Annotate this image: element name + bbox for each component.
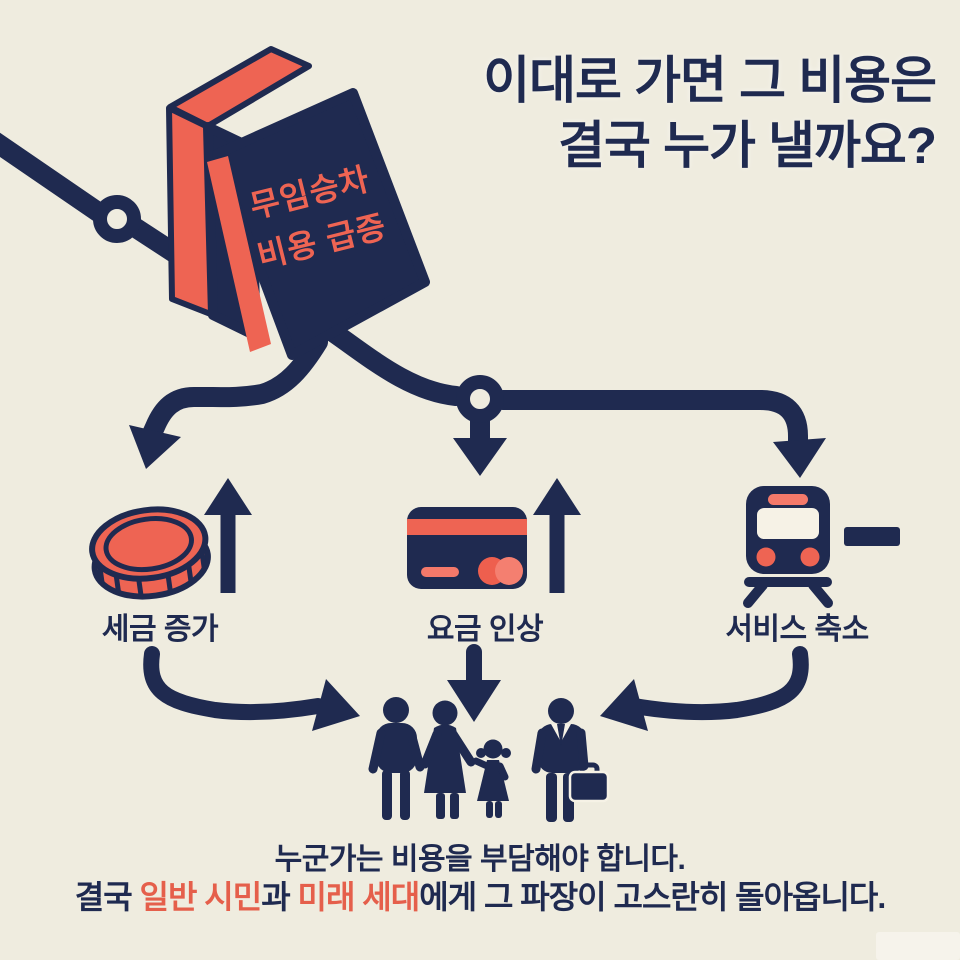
child-figure bbox=[472, 739, 511, 818]
converging-arrows bbox=[143, 644, 809, 731]
arrowhead-right bbox=[600, 679, 648, 731]
family-icon bbox=[368, 697, 610, 822]
book-top-edge bbox=[167, 46, 312, 129]
up-arrow-icon-fare bbox=[533, 478, 581, 593]
label-tax-increase: 세금 증가 bbox=[101, 613, 219, 646]
corner-patch bbox=[876, 932, 960, 960]
book-front-cover bbox=[212, 88, 430, 360]
footer-highlight-citizens: 일반 시민 bbox=[139, 879, 263, 915]
footer-line2-part: 결국 bbox=[74, 879, 140, 915]
tie bbox=[557, 724, 565, 747]
station-node-left bbox=[93, 195, 141, 243]
footer-line2-part: 과 bbox=[261, 879, 298, 915]
arrowhead-to-service bbox=[773, 438, 826, 478]
up-arrow-icon-tax bbox=[204, 478, 252, 593]
coin-icon bbox=[89, 506, 211, 600]
minus-icon bbox=[844, 527, 900, 546]
footer-line2-part: 에게 그 파장이 고스란히 돌아옵니다. bbox=[419, 879, 886, 915]
footer-highlight-future-generations: 미래 세대 bbox=[297, 879, 421, 915]
arrowhead-to-fare bbox=[453, 438, 507, 476]
man-figure bbox=[368, 697, 425, 820]
headline: 이대로 가면 그 비용은 결국 누가 낼까요? bbox=[483, 48, 937, 179]
headline-line1: 이대로 가면 그 비용은 bbox=[483, 52, 937, 109]
briefcase-icon bbox=[568, 762, 610, 803]
book-icon bbox=[166, 46, 430, 360]
credit-card-icon bbox=[407, 507, 527, 589]
arrowhead-left bbox=[312, 679, 360, 731]
label-fare-increase: 요금 인상 bbox=[426, 613, 544, 646]
train-icon bbox=[743, 486, 833, 608]
arrowhead-to-tax bbox=[129, 425, 181, 469]
businessman-figure bbox=[531, 698, 610, 822]
label-service-reduction: 서비스 축소 bbox=[725, 613, 869, 646]
book-hinge-stripe bbox=[207, 156, 271, 352]
arrowhead-center bbox=[447, 680, 501, 722]
footer-line2: 결국 일반 시민과 미래 세대에게 그 파장이 고스란히 돌아옵니다. bbox=[0, 872, 960, 918]
route-lines bbox=[0, 132, 826, 478]
headline-line2: 결국 누가 낼까요? bbox=[558, 117, 937, 175]
footer-line1: 누군가는 비용을 부담해야 합니다. bbox=[274, 843, 686, 876]
woman-figure bbox=[420, 700, 476, 819]
station-node-center bbox=[456, 375, 504, 423]
